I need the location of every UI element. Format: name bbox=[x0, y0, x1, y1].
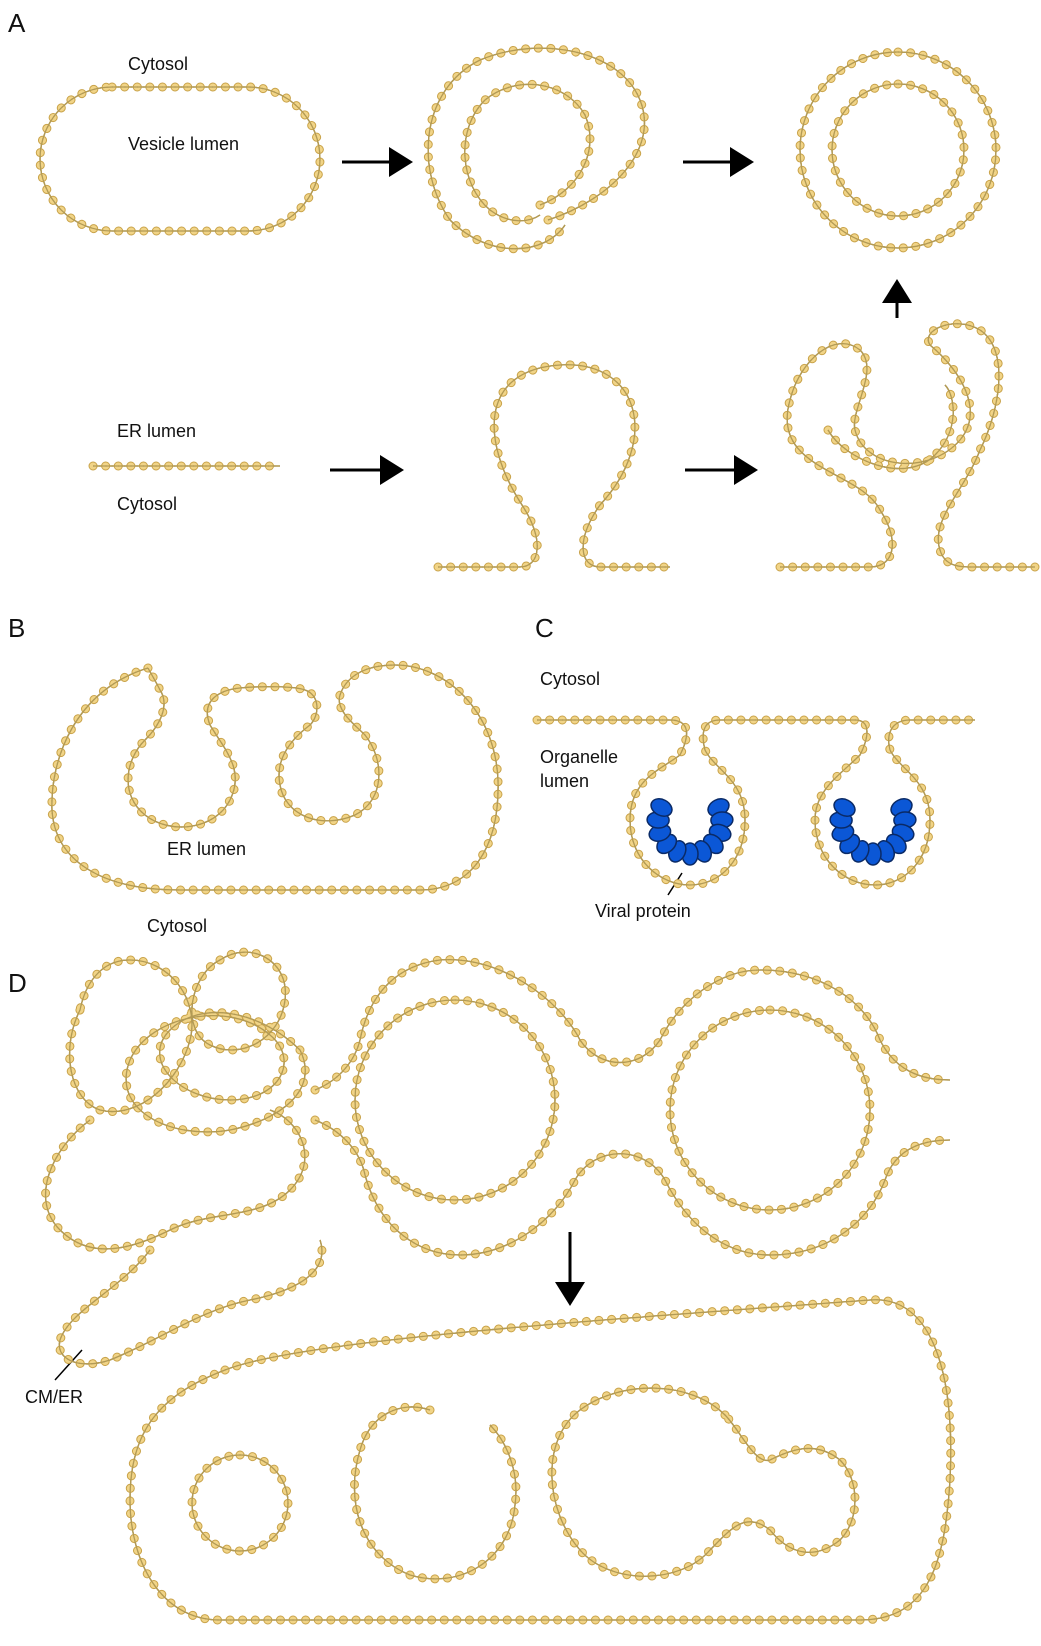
panel-a-letter: A bbox=[8, 8, 26, 38]
label-cytosol-top: Cytosol bbox=[128, 54, 188, 74]
panel-b: B ER lumen Cytosol bbox=[8, 613, 498, 936]
viral-protein-coat-1 bbox=[647, 795, 734, 865]
convoluted-membrane bbox=[46, 952, 322, 1364]
panel-a: A Cytosol Vesicle lumen ER lumen Cytosol bbox=[8, 8, 1035, 567]
panel-c-letter: C bbox=[535, 613, 554, 643]
label-er-lumen-b: ER lumen bbox=[167, 839, 246, 859]
label-cytosol-bottom: Cytosol bbox=[117, 494, 177, 514]
dmv-chain-membrane bbox=[315, 960, 950, 1255]
omega-budding-membrane bbox=[438, 365, 670, 567]
panel-c: C Cytosol Organelle lumen Viral protein bbox=[535, 613, 975, 921]
label-cytosol-c: Cytosol bbox=[540, 669, 600, 689]
label-er-lumen-a: ER lumen bbox=[117, 421, 196, 441]
panel-b-letter: B bbox=[8, 613, 25, 643]
elongated-vesicle-membrane bbox=[40, 87, 320, 231]
label-organelle-lumen-line2: lumen bbox=[540, 771, 589, 791]
panel-d: D CM/ER bbox=[8, 952, 951, 1620]
label-cytosol-b: Cytosol bbox=[147, 916, 207, 936]
small-vesicle-membrane bbox=[192, 1455, 288, 1551]
label-vesicle-lumen: Vesicle lumen bbox=[128, 134, 239, 154]
label-cm-er: CM/ER bbox=[25, 1387, 83, 1407]
label-organelle-lumen-line1: Organelle bbox=[540, 747, 618, 767]
er-invagination-membrane bbox=[52, 665, 498, 890]
figure-eight-membrane bbox=[552, 1388, 855, 1576]
panel-d-letter: D bbox=[8, 968, 27, 998]
label-viral-protein: Viral protein bbox=[595, 901, 691, 921]
viral-protein-coat-2 bbox=[830, 795, 917, 865]
double-bud-membrane bbox=[780, 324, 1035, 567]
cupped-double-membrane bbox=[428, 48, 644, 249]
double-membrane-vesicle bbox=[800, 52, 996, 248]
open-ring-membrane bbox=[354, 1407, 516, 1579]
